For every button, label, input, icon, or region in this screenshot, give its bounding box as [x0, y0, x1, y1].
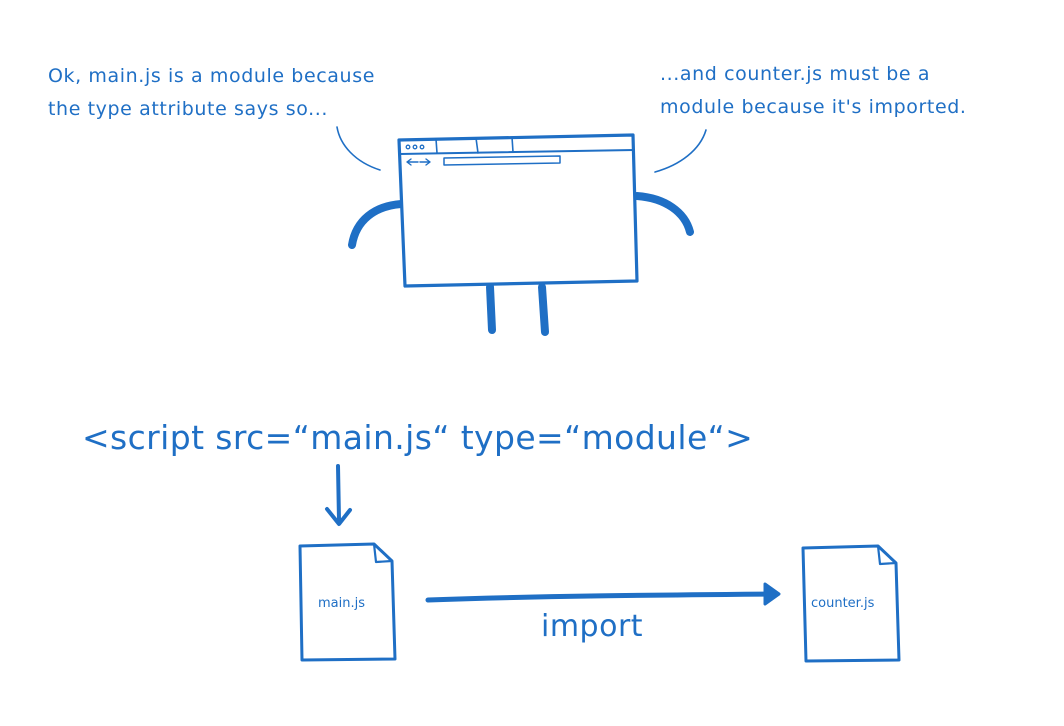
- speech-bubble-right: ...and counter.js must be a module becau…: [660, 58, 967, 124]
- tab-separator-3: [511, 136, 514, 153]
- speech-left-line-1: Ok, main.js is a module because: [48, 65, 375, 87]
- speech-right-line-1: ...and counter.js must be a: [660, 63, 931, 85]
- browser-character: [348, 133, 694, 336]
- window-dot-3: [419, 144, 425, 150]
- speech-left-line-2: the type attribute says so...: [48, 98, 329, 120]
- speech-pointer-left: [336, 126, 381, 171]
- right-leg: [538, 283, 549, 336]
- window-dot-2: [412, 144, 418, 150]
- back-arrow-icon: [406, 158, 419, 166]
- tab-bar: [399, 149, 635, 155]
- speech-right-line-2: module because it's imported.: [660, 96, 967, 118]
- url-bar: [443, 155, 561, 166]
- import-label: import: [541, 609, 644, 644]
- speech-pointer-right: [654, 129, 707, 173]
- left-arm: [348, 200, 405, 249]
- right-arm: [633, 192, 694, 236]
- browser-window: [397, 133, 639, 288]
- left-leg: [486, 283, 496, 334]
- speech-bubble-left: Ok, main.js is a module because the type…: [48, 60, 375, 126]
- main-file-label: main.js: [318, 596, 365, 611]
- down-arrow: [325, 464, 352, 526]
- tab-separator-1: [435, 138, 438, 154]
- tab-separator-2: [475, 137, 479, 154]
- counter-file-icon: [801, 544, 901, 663]
- import-arrow: [425, 582, 781, 606]
- window-dot-1: [405, 144, 411, 150]
- main-file-icon: [298, 542, 397, 662]
- forward-arrow-icon: [419, 158, 431, 166]
- script-tag-code: <script src=“main.js“ type=“module“>: [82, 418, 754, 457]
- counter-file-label: counter.js: [811, 596, 875, 611]
